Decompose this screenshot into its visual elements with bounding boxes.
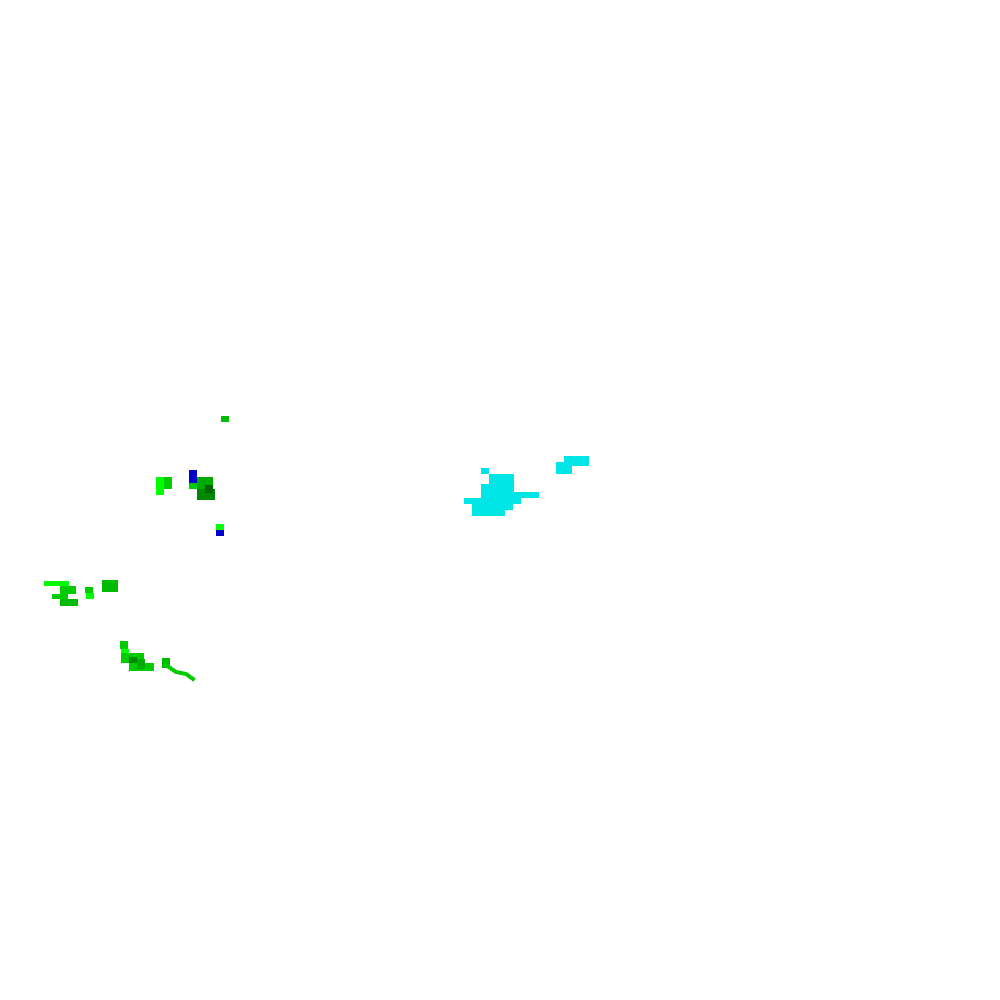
precip-cell (137, 659, 145, 669)
precip-cell (489, 474, 514, 484)
precip-cell (86, 593, 94, 599)
precip-region-north (221, 416, 229, 422)
precip-cell (44, 581, 69, 586)
precip-cell (556, 462, 572, 474)
precip-cell (156, 485, 164, 495)
precip-cell (129, 657, 137, 667)
precip-cell (164, 477, 172, 489)
precip-cell (60, 599, 78, 606)
precip-cell (481, 484, 514, 492)
precip-cell (52, 594, 68, 599)
precip-cell (216, 524, 224, 530)
precip-cell (472, 504, 513, 510)
precip-cell (189, 483, 197, 489)
precip-cell (156, 477, 164, 485)
precip-cell (472, 510, 505, 516)
precip-region-cyan (464, 456, 589, 516)
precip-cell (85, 587, 93, 593)
precip-cell (464, 498, 521, 504)
precip-streak (163, 662, 196, 682)
precip-region-southwest (120, 641, 196, 682)
precip-cell (481, 468, 489, 474)
precip-cell (564, 456, 589, 466)
precip-cell (189, 470, 197, 483)
precip-cell (102, 580, 118, 592)
precip-region-west (44, 580, 118, 606)
precip-cell (221, 416, 229, 422)
precip-region-west-center (156, 470, 224, 536)
precip-cell (60, 586, 76, 594)
precip-cell (216, 530, 224, 536)
precip-cell (120, 641, 128, 649)
precip-cell (481, 492, 539, 498)
precip-cell (205, 485, 213, 493)
precip-cell (197, 489, 215, 500)
